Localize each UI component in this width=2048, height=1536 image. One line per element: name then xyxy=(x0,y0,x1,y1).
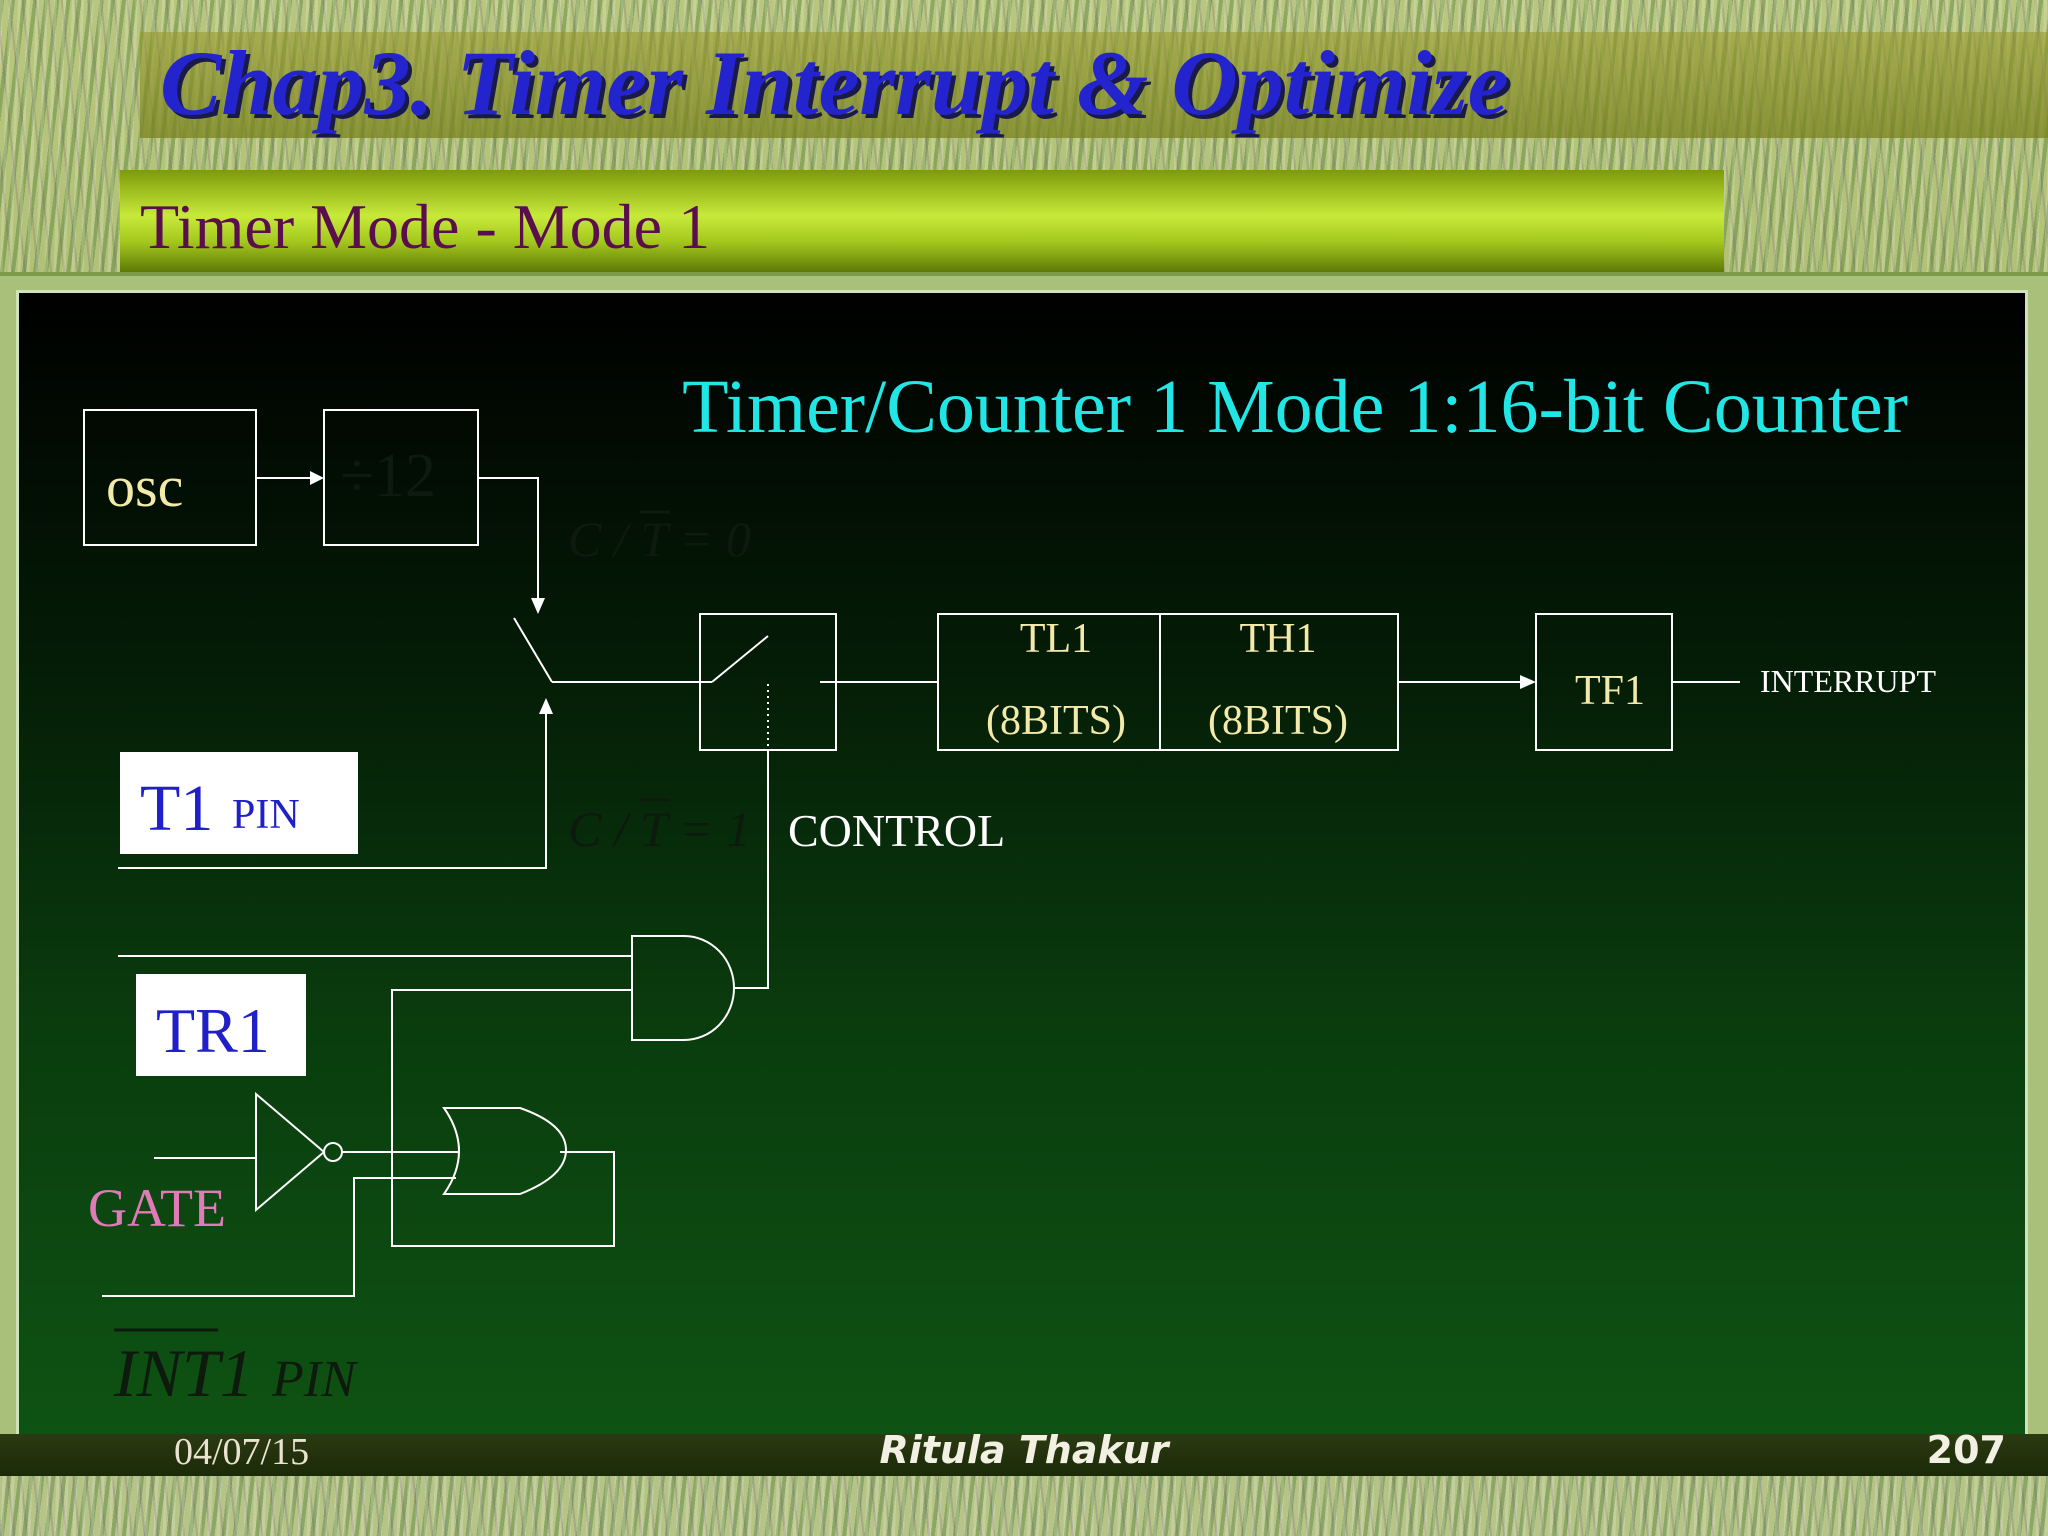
control-wire xyxy=(734,752,769,989)
t1-pin-suffix: PIN xyxy=(232,792,300,838)
diagram-heading: Timer/Counter 1 Mode 1:16-bit Counter xyxy=(682,365,1908,449)
not-bubble xyxy=(323,1142,343,1162)
footer-bar xyxy=(0,1434,2048,1476)
footer-page-number: 207 xyxy=(1926,1428,2006,1472)
ct0-label: C / T = 0 xyxy=(568,511,751,567)
not-gate xyxy=(255,1091,326,1213)
selector-switch-arm xyxy=(513,617,553,683)
footer-author: Ritula Thakur xyxy=(879,1428,1169,1472)
tf1-arrowhead xyxy=(1520,675,1536,689)
interrupt-label: INTERRUPT xyxy=(1760,663,1936,699)
t1-pin-box xyxy=(120,752,358,854)
th1-label: TH1 xyxy=(1240,616,1317,662)
osc-label: osc xyxy=(106,454,183,519)
switch-bottom-arrowhead xyxy=(539,698,553,714)
tl1-bits-label: (8BITS) xyxy=(986,698,1126,744)
and-gate xyxy=(631,935,735,1041)
control-switch-box xyxy=(699,613,837,751)
tr1-box xyxy=(136,974,306,1076)
tr1-label: TR1 xyxy=(156,995,270,1066)
switch-top-arrowhead xyxy=(531,598,545,614)
int1-suffix: PIN xyxy=(271,1351,359,1408)
subtitle-bar xyxy=(120,170,1724,272)
int1-label: INT1 xyxy=(113,1335,254,1411)
divider-label: ÷12 xyxy=(340,442,436,510)
gate-label: GATE xyxy=(88,1178,226,1238)
control-switch-arm xyxy=(711,635,769,683)
title-band xyxy=(140,32,2048,138)
diagram-panel xyxy=(16,290,2028,1440)
t1-pin-wire xyxy=(118,710,547,869)
or-output-wire xyxy=(391,989,632,1247)
t1-pin-label: T1 xyxy=(140,772,213,845)
footer-date: 04/07/15 xyxy=(174,1431,310,1473)
slide-title: Chap3. Timer Interrupt & Optimize xyxy=(160,32,1509,134)
control-label: CONTROL xyxy=(788,805,1005,856)
osc-arrowhead xyxy=(310,471,324,485)
slide-subtitle: Timer Mode - Mode 1 xyxy=(140,191,711,262)
int1-input-wire xyxy=(102,1177,456,1297)
tf1-label: TF1 xyxy=(1575,668,1645,714)
ct1-label: C / T = 1 xyxy=(568,801,751,857)
or-gate xyxy=(442,1107,568,1195)
tl1-label: TL1 xyxy=(1020,616,1092,662)
divider-to-switch-wire xyxy=(478,477,539,602)
th1-bits-label: (8BITS) xyxy=(1208,698,1348,744)
